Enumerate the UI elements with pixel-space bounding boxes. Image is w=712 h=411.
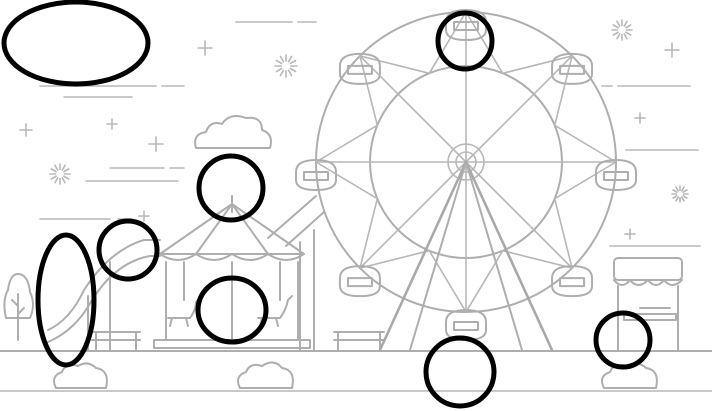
annotation-marker (35, 232, 97, 368)
ticket-booth (613, 257, 683, 351)
horse-icon (167, 297, 201, 327)
firework-icon (611, 19, 633, 41)
wheel-brace (501, 249, 573, 269)
ground (0, 350, 712, 392)
wheel-brace (553, 55, 573, 127)
wheel-brace (359, 55, 431, 75)
annotation-marker (196, 153, 266, 223)
wheel-spoke (359, 55, 467, 163)
wheel-brace (359, 55, 379, 127)
gondola-icon (295, 159, 337, 191)
firework-icon (49, 163, 71, 185)
gondola-icon (338, 52, 381, 85)
firework-icon (274, 54, 298, 78)
slide-ride (47, 239, 161, 351)
annotation-marker (1, 0, 151, 87)
wheel-spoke (359, 161, 467, 269)
carousel (153, 195, 311, 349)
sparkle-icons (19, 40, 680, 240)
gondola-icon (551, 265, 594, 298)
gondola-icon (338, 265, 381, 298)
tree-icon (3, 273, 34, 341)
wheel-brace (501, 55, 573, 75)
firework-icon (671, 185, 689, 203)
wheel-spoke (465, 161, 573, 269)
annotation-marker (96, 218, 160, 282)
ferris-wheel (295, 9, 637, 352)
gondola-icon (595, 159, 637, 191)
wheel-brace (315, 124, 379, 163)
bench-icon (91, 331, 141, 351)
annotation-marker (195, 275, 269, 345)
wheel-brace (359, 249, 431, 269)
annotation-markers (1, 0, 653, 409)
gondola-icon (445, 9, 487, 41)
annotation-marker (435, 10, 495, 72)
annotation-marker (593, 310, 653, 370)
wheel-brace (359, 197, 379, 269)
wheel-brace (553, 124, 617, 163)
gondola-icon (551, 52, 594, 85)
bush-icon (237, 361, 294, 389)
wheel-brace (553, 197, 573, 269)
bench-icon (333, 331, 385, 351)
firework-icons (49, 19, 689, 203)
wheel-brace (428, 249, 467, 313)
wheel-spoke (465, 55, 573, 163)
wheel-brace (465, 249, 504, 313)
wheel-brace (553, 161, 617, 200)
ramp (267, 195, 325, 351)
bush-icon (53, 362, 108, 389)
wheel-brace (315, 161, 379, 200)
sky-dashes (39, 21, 701, 247)
annotation-marker (423, 335, 497, 409)
gondola-icon (445, 309, 487, 341)
cloud-icon (194, 115, 272, 149)
